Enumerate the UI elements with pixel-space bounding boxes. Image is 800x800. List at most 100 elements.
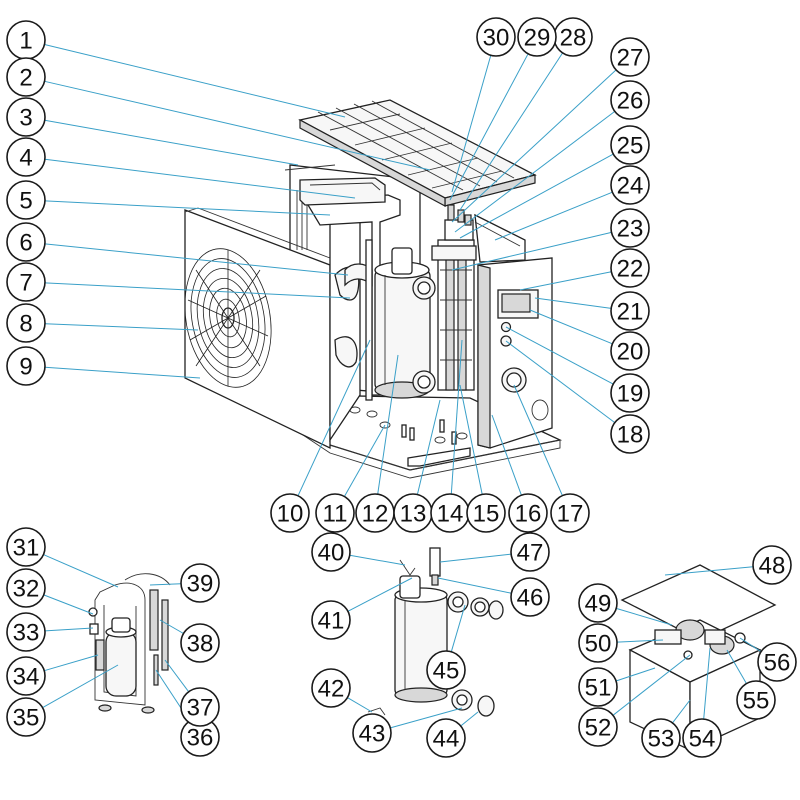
callout-number: 36 bbox=[187, 725, 214, 752]
callout-number: 34 bbox=[13, 664, 40, 691]
display-screen bbox=[501, 293, 531, 313]
callout-number: 51 bbox=[585, 675, 612, 702]
callout-number: 17 bbox=[557, 501, 584, 528]
leader-line-48 bbox=[664, 566, 754, 576]
leader-line-23 bbox=[451, 231, 612, 271]
leader-line-34 bbox=[44, 654, 99, 672]
callout-33: 33 bbox=[6, 612, 46, 652]
callout-1: 1 bbox=[6, 20, 46, 60]
callout-circle bbox=[6, 303, 46, 343]
callout-37: 37 bbox=[180, 687, 220, 727]
exchanger-main bbox=[374, 247, 436, 399]
exchanger-detail bbox=[367, 547, 504, 717]
leader-line-33 bbox=[44, 627, 94, 632]
callout-number: 48 bbox=[759, 553, 786, 580]
callout-number: 42 bbox=[318, 676, 345, 703]
callout-circle bbox=[610, 165, 650, 205]
callout-number: 56 bbox=[764, 650, 791, 677]
callout-circle bbox=[476, 17, 516, 57]
callout-27: 27 bbox=[610, 37, 650, 77]
callout-31: 31 bbox=[6, 527, 46, 567]
leader-line-38 bbox=[159, 619, 184, 634]
callout-number: 14 bbox=[437, 501, 464, 528]
callout-circle bbox=[180, 687, 220, 727]
leader-line-44 bbox=[460, 711, 479, 727]
callout-circle bbox=[610, 373, 650, 413]
leader-line-22 bbox=[519, 271, 612, 291]
leader-line-9 bbox=[44, 366, 201, 379]
leader-lines bbox=[42, 44, 762, 729]
callout-number: 27 bbox=[617, 45, 644, 72]
leader-line-41 bbox=[347, 577, 413, 612]
callout-47: 47 bbox=[510, 532, 550, 572]
callout-circle bbox=[736, 680, 776, 720]
callout-circle bbox=[6, 612, 46, 652]
callout-41: 41 bbox=[311, 600, 351, 640]
callout-18: 18 bbox=[610, 414, 650, 454]
leader-line-35 bbox=[42, 664, 119, 709]
callout-circle bbox=[6, 568, 46, 608]
leader-line-17 bbox=[513, 384, 563, 496]
callout-21: 21 bbox=[610, 291, 650, 331]
callout-circle bbox=[311, 532, 351, 572]
callout-number: 35 bbox=[13, 705, 40, 732]
leader-line-28 bbox=[459, 52, 564, 211]
leader-line-11 bbox=[343, 424, 386, 497]
callout-20: 20 bbox=[610, 331, 650, 371]
callout-number: 16 bbox=[515, 501, 542, 528]
callout-circle bbox=[610, 414, 650, 454]
electrical-column bbox=[431, 239, 477, 391]
leader-line-10 bbox=[297, 339, 371, 497]
callout-6: 6 bbox=[6, 222, 46, 262]
callout-number: 11 bbox=[323, 501, 348, 528]
callout-number: 5 bbox=[19, 188, 32, 215]
callout-9: 9 bbox=[6, 346, 46, 386]
leader-line-14 bbox=[450, 339, 463, 495]
callout-circle bbox=[578, 707, 618, 747]
leader-line-47 bbox=[439, 553, 512, 563]
leader-line-52 bbox=[612, 654, 691, 716]
callout-number: 22 bbox=[617, 256, 644, 283]
callout-number: 26 bbox=[617, 88, 644, 115]
leader-line-12 bbox=[377, 354, 399, 495]
leader-line-39 bbox=[149, 583, 182, 586]
callout-circle bbox=[578, 667, 618, 707]
callout-26: 26 bbox=[610, 80, 650, 120]
callout-32: 32 bbox=[6, 568, 46, 608]
callout-number: 43 bbox=[359, 721, 386, 748]
compressor-assembly bbox=[88, 573, 171, 714]
callout-49: 49 bbox=[578, 583, 618, 623]
callout-circle bbox=[517, 17, 557, 57]
callout-number: 23 bbox=[617, 216, 644, 243]
callout-circle bbox=[550, 493, 590, 533]
leader-line-18 bbox=[505, 340, 616, 424]
leader-line-32 bbox=[43, 594, 94, 615]
callout-52: 52 bbox=[578, 707, 618, 747]
callout-55: 55 bbox=[736, 680, 776, 720]
leader-line-31 bbox=[43, 554, 119, 588]
callout-circle bbox=[578, 583, 618, 623]
leader-line-21 bbox=[534, 297, 612, 309]
callout-number: 4 bbox=[19, 145, 32, 172]
callout-38: 38 bbox=[180, 623, 220, 663]
callout-circle bbox=[510, 577, 550, 617]
callout-number: 29 bbox=[524, 25, 551, 52]
callout-number: 39 bbox=[187, 571, 214, 598]
callout-number: 49 bbox=[585, 591, 612, 618]
callout-circle bbox=[6, 346, 46, 386]
callout-15: 15 bbox=[466, 493, 506, 533]
callout-circle bbox=[6, 97, 46, 137]
leader-line-13 bbox=[416, 399, 441, 495]
callout-39: 39 bbox=[180, 563, 220, 603]
leader-line-25 bbox=[459, 153, 614, 239]
callout-number: 37 bbox=[187, 695, 214, 722]
base-pins bbox=[401, 419, 457, 445]
callout-number: 6 bbox=[19, 230, 32, 257]
callout-circle bbox=[610, 80, 650, 120]
leader-line-42 bbox=[347, 697, 373, 713]
fan-blade-lower bbox=[334, 336, 358, 368]
leader-line-16 bbox=[491, 414, 522, 496]
